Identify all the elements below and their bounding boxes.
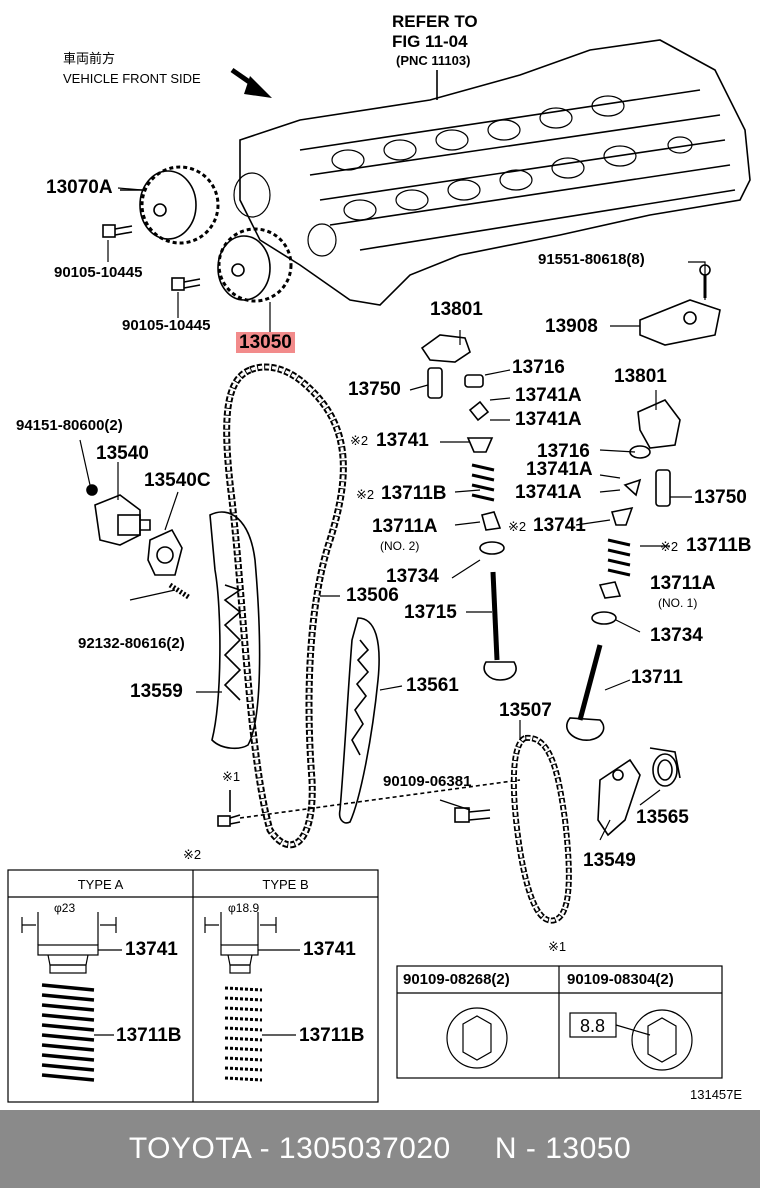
refer-line-1: REFER TO	[392, 12, 478, 31]
part-13050-highlight[interactable]: 13050	[236, 332, 295, 353]
part-13540[interactable]: 13540	[96, 443, 149, 464]
stud-92132-drawing	[168, 582, 192, 601]
part-13741-b[interactable]: 13741	[533, 515, 586, 536]
footer-text: TOYOTA - 1305037020 N - 13050	[128, 1132, 632, 1165]
part-13734-a[interactable]: 13734	[386, 566, 439, 587]
part-13050[interactable]: 13050	[236, 332, 295, 353]
front-label-jp: 車両前方	[63, 51, 116, 66]
mark-kome2-a: ※2	[350, 433, 369, 448]
part-13741A-d[interactable]: 13741A	[515, 482, 582, 503]
mark-kome2-e: ※2	[183, 847, 202, 862]
bolt-grade: 8.8	[580, 1016, 606, 1036]
type-box	[7, 869, 379, 1103]
part-13506[interactable]: 13506	[346, 585, 399, 606]
bolt-box-left-title[interactable]: 90109-08268(2)	[403, 971, 510, 988]
gear-13070A-drawing	[120, 165, 220, 245]
hex-socket-bolt-icon	[569, 1009, 693, 1071]
part-13741-a[interactable]: 13741	[376, 430, 429, 451]
part-13561[interactable]: 13561	[406, 675, 459, 696]
part-13716-a[interactable]: 13716	[512, 357, 565, 378]
chain-13507-drawing	[510, 734, 572, 924]
part-13750-a[interactable]: 13750	[348, 379, 401, 400]
valvetrain-right-drawing	[566, 399, 681, 741]
gear-13050-drawing	[217, 227, 293, 303]
timing-chain-13506-drawing	[223, 363, 347, 849]
mark-kome2-c: ※2	[508, 519, 527, 534]
mark-kome1-b: ※1	[548, 939, 567, 954]
front-label-en: VEHICLE FRONT SIDE	[63, 71, 201, 86]
part-13715[interactable]: 13715	[404, 602, 457, 623]
illustration-id: 131457E	[690, 1087, 743, 1102]
part-13711A-a[interactable]: 13711A	[372, 516, 438, 537]
gasket-13540C-drawing	[147, 528, 183, 576]
diagram-drawing	[7, 39, 751, 1103]
mark-kome2-b: ※2	[356, 487, 375, 502]
refer-line-3: (PNC 11103)	[396, 53, 471, 68]
part-13741A-a[interactable]: 13741A	[515, 385, 582, 406]
part-90105-a[interactable]: 90105-10445	[54, 264, 143, 281]
part-13507[interactable]: 13507	[499, 700, 552, 721]
bolt-90105-drawing	[102, 224, 201, 291]
cylinder-head-drawing	[233, 39, 751, 306]
bolt-box-right-title[interactable]: 90109-08304(2)	[567, 971, 674, 988]
part-13559[interactable]: 13559	[130, 681, 183, 702]
tensioner-13540-drawing	[86, 484, 151, 546]
part-13741A-c[interactable]: 13741A	[526, 459, 593, 480]
part-91551[interactable]: 91551-80618(8)	[538, 251, 645, 268]
part-13070A[interactable]: 13070A	[46, 177, 113, 198]
bolt-kome1-drawing	[217, 779, 521, 827]
type-b-diameter: φ18.9	[228, 901, 260, 915]
part-13801-a[interactable]: 13801	[430, 299, 483, 320]
front-arrow-icon	[230, 67, 272, 98]
refer-line-2[interactable]: FIG 11-04	[392, 32, 468, 51]
part-13908[interactable]: 13908	[545, 316, 598, 337]
label-no2: (NO. 2)	[380, 539, 420, 553]
part-13711A-b[interactable]: 13711A	[650, 573, 716, 594]
tensioner-arm-13549-drawing	[597, 758, 641, 837]
bracket-13908-drawing	[639, 264, 721, 346]
part-13711[interactable]: 13711	[631, 667, 683, 688]
part-13540C[interactable]: 13540C	[144, 470, 211, 491]
part-13549[interactable]: 13549	[583, 850, 636, 871]
type-a-13711B[interactable]: 13711B	[116, 1025, 182, 1046]
part-13734-b[interactable]: 13734	[650, 625, 703, 646]
type-b-title: TYPE B	[262, 877, 309, 892]
part-13750-b[interactable]: 13750	[694, 487, 747, 508]
chain-guide-13561-drawing	[338, 617, 380, 824]
type-a-diameter: φ23	[54, 901, 76, 915]
valvetrain-upper-drawing	[420, 334, 517, 681]
part-94151[interactable]: 94151-80600(2)	[16, 417, 123, 434]
type-a-13741[interactable]: 13741	[125, 939, 178, 960]
type-a-title: TYPE A	[77, 877, 124, 892]
part-13716-b[interactable]: 13716	[537, 441, 590, 462]
parts-diagram: REFER TO FIG 11-04 (PNC 11103) 車両前方 VEHI…	[7, 12, 752, 1103]
part-13711B-a[interactable]: 13711B	[381, 483, 447, 504]
mark-kome1-a: ※1	[222, 769, 241, 784]
label-no1: (NO. 1)	[658, 596, 698, 610]
bolt-90109-06381-drawing	[454, 807, 491, 823]
part-13741A-b[interactable]: 13741A	[515, 409, 582, 430]
part-90109-06381[interactable]: 90109-06381	[383, 773, 472, 790]
part-13801-b[interactable]: 13801	[614, 366, 667, 387]
part-90105-b[interactable]: 90105-10445	[122, 317, 211, 334]
bolt-box	[396, 965, 723, 1079]
type-b-13741[interactable]: 13741	[303, 939, 356, 960]
part-13711B-b[interactable]: 13711B	[686, 535, 752, 556]
hex-bolt-icon	[446, 1007, 508, 1069]
footer-bar: TOYOTA - 1305037020 N - 13050	[0, 1110, 760, 1188]
part-13565[interactable]: 13565	[636, 807, 689, 828]
part-92132[interactable]: 92132-80616(2)	[78, 635, 185, 652]
leader-lines	[79, 187, 706, 841]
mark-kome2-d: ※2	[660, 539, 679, 554]
chain-guide-13559-drawing	[209, 511, 261, 750]
spring-13565-drawing	[649, 747, 681, 787]
type-b-13711B[interactable]: 13711B	[299, 1025, 365, 1046]
